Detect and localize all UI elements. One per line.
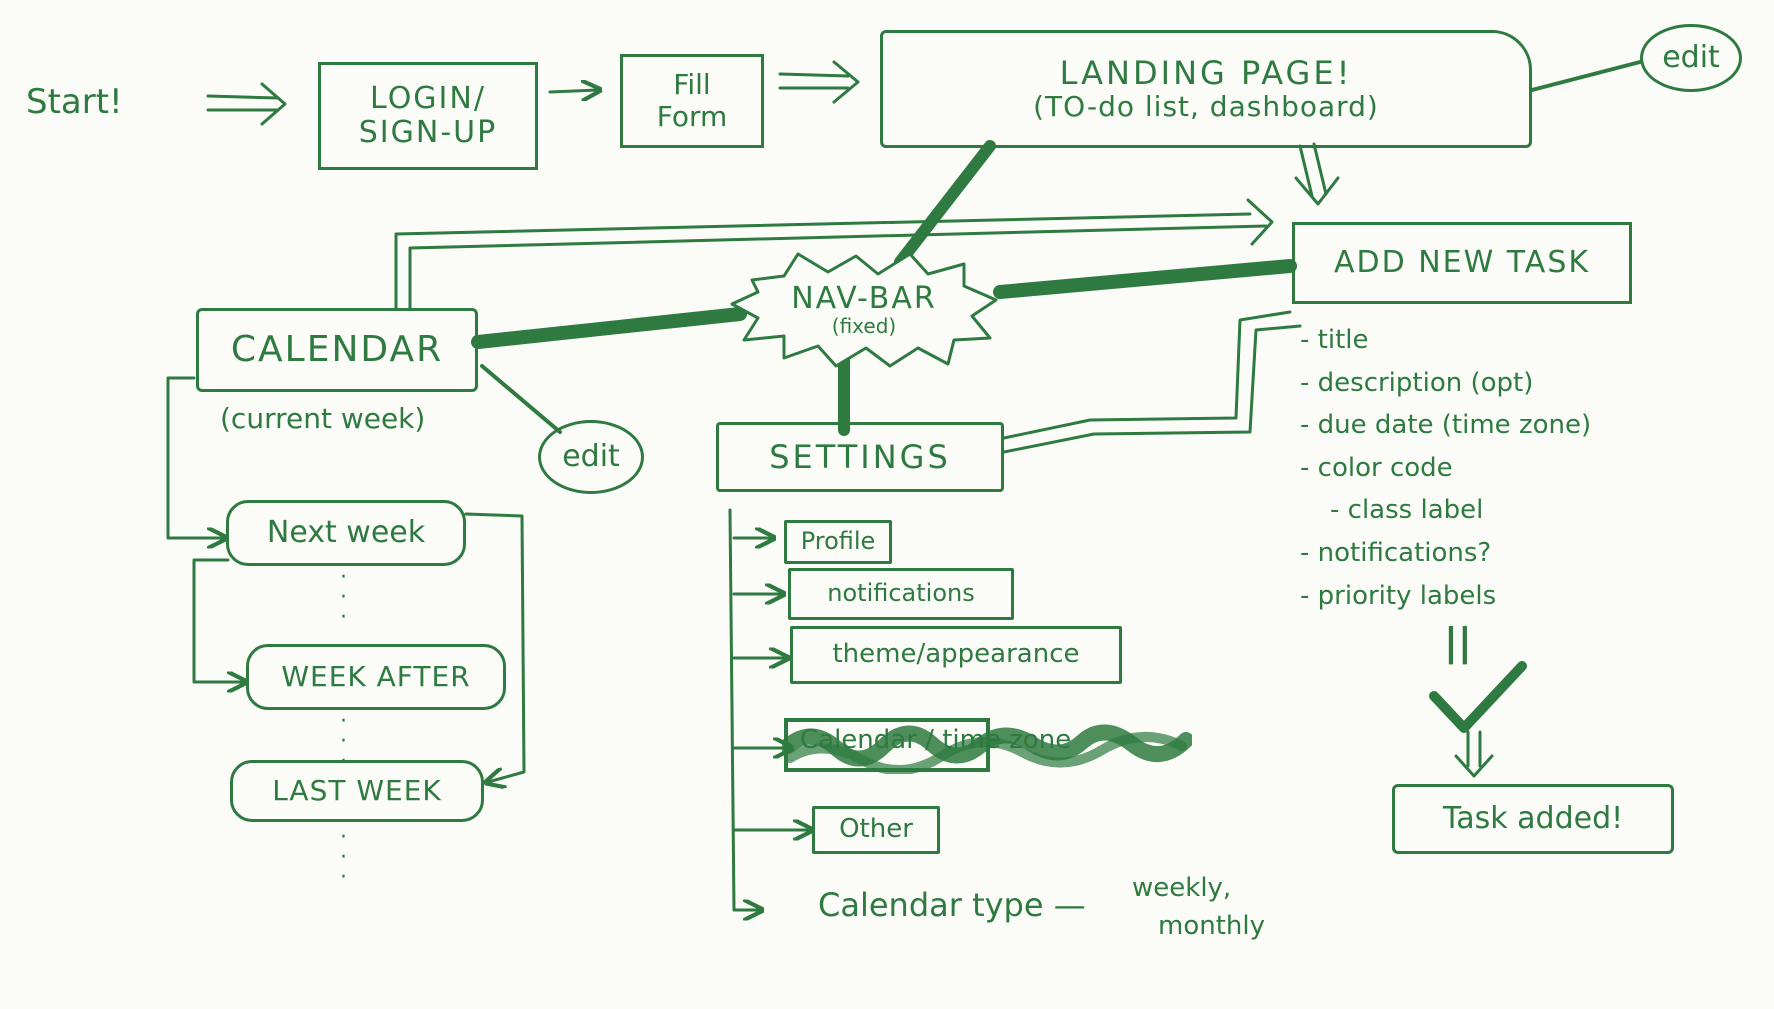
calendar-type-monthly: monthly [1158,911,1265,941]
navbar-to-calendar-line [471,307,747,349]
last-week-box[interactable]: LAST WEEK [230,760,484,822]
check-to-added-arrow [1454,730,1494,778]
field-description: description (opt) [1300,368,1591,398]
fill-form-box[interactable]: Fill Form [620,54,764,148]
week-after-box[interactable]: WEEK AFTER [246,644,506,710]
settings-profile-item[interactable]: Profile [784,520,892,564]
edit-calendar-button[interactable]: edit [538,420,644,494]
field-title: title [1300,326,1591,355]
calendar-type-text: Calendar type [818,886,1044,924]
navbar-label[interactable]: NAV-BAR (fixed) [764,282,964,337]
settings-other-item[interactable]: Other [812,806,940,854]
field-color-code: color code [1300,454,1591,483]
landing-page-box[interactable]: LANDING PAGE! (TO-do list, dashboard) [880,30,1532,148]
landing-title: LANDING PAGE! [1059,53,1353,92]
landing-to-addtask-arrow [1294,142,1340,206]
navbar-title: NAV-BAR [791,281,937,316]
navbar-subtitle: (fixed) [831,314,897,338]
field-notifications: notifications? [1300,539,1591,568]
landing-to-edit-line [1530,60,1642,92]
calendar-type-label: Calendar type — [818,886,1086,924]
login-line: LOGIN/ [370,80,486,116]
field-due-date: due date (time zone) [1300,411,1591,440]
navbar-starburst-shape [730,252,998,368]
calendar-subtitle: (current week) [220,402,426,435]
ellipsis-dots-3: · · · [340,825,347,890]
settings-tree-lines [728,508,810,910]
field-class-label: class label [1300,496,1591,525]
navbar-to-addtask-line [993,259,1297,299]
calendar-type-dash: — [1053,886,1086,924]
landing-subtitle: (TO-do list, dashboard) [1033,90,1379,124]
settings-theme-item[interactable]: theme/appearance [790,626,1122,684]
task-added-box: Task added! [1392,784,1674,854]
form-to-landing-arrow [778,60,860,104]
crossed-out-scribble [782,718,1192,774]
calendar-to-edit-line [480,364,562,434]
form-line: Form [656,100,728,133]
fill-line: Fill [673,67,711,101]
calendar-box[interactable]: CALENDAR [196,308,478,392]
settings-to-addtask-arrow [1002,310,1302,454]
field-priority: priority labels [1300,581,1591,611]
calendar-type-weekly: weekly, [1132,873,1232,903]
start-label: Start! [26,82,123,122]
start-to-login-arrow [206,82,287,126]
equals-mark: || [1444,620,1472,664]
next-week-box[interactable]: Next week [226,500,466,566]
checkmark-icon [1429,661,1527,733]
nextweek-to-lastweek-arrow [464,512,526,782]
nextweek-to-weekafter-arrow [192,558,244,682]
add-new-task-box[interactable]: ADD NEW TASK [1292,222,1632,304]
settings-notifications-item[interactable]: notifications [788,568,1014,620]
login-to-form-arrow [548,90,598,92]
signup-line: SIGN-UP [358,115,498,150]
landing-to-navbar-line [894,140,996,268]
settings-box[interactable]: SETTINGS [716,422,1004,492]
calendar-to-nextweek-arrow [166,376,224,538]
edit-landing-button[interactable]: edit [1640,24,1742,92]
add-task-fields: title description (opt) due date (time z… [1300,326,1591,624]
calendar-to-addtask-arrow [394,198,1274,310]
ellipsis-dots-1: · · · [340,565,347,630]
login-signup-box[interactable]: LOGIN/ SIGN-UP [318,62,538,170]
